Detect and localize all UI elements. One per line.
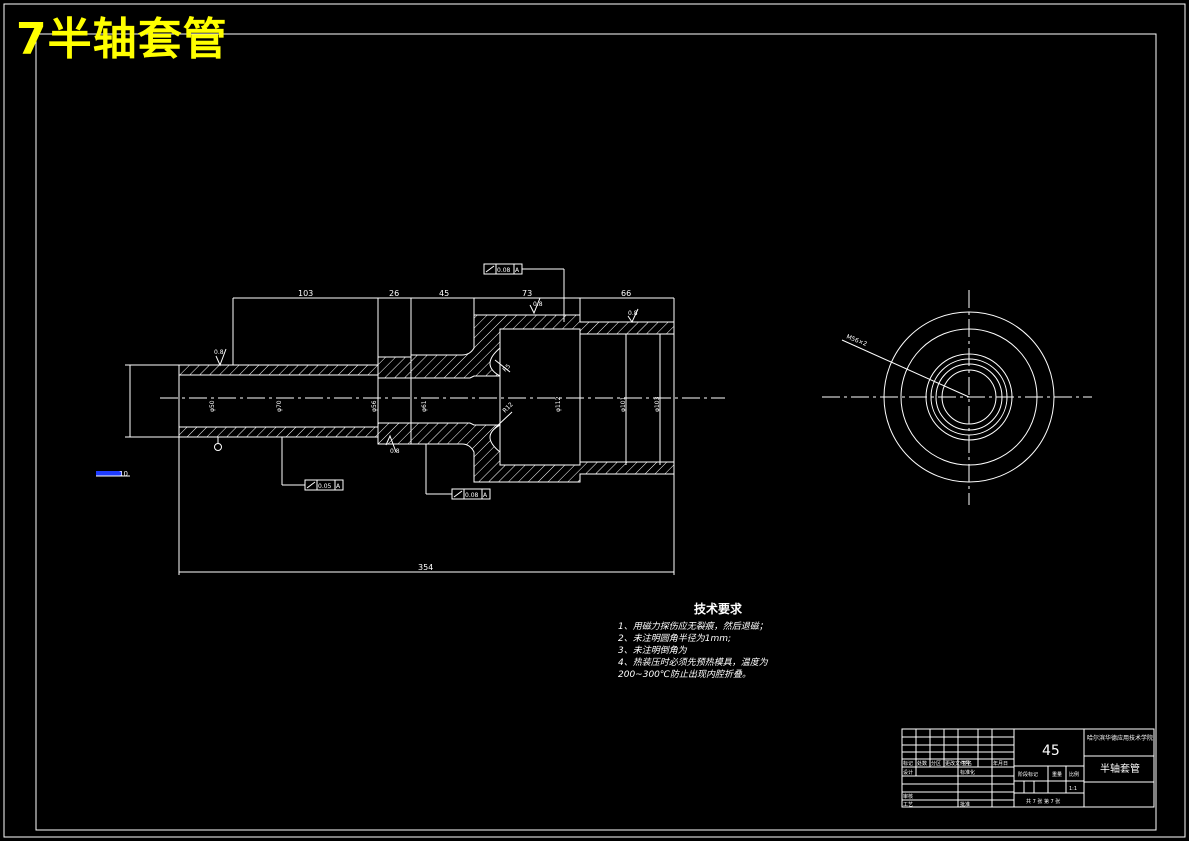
roughness-1: 0.8 — [214, 349, 224, 356]
tb-scale: 1:1 — [1069, 786, 1077, 792]
tb-row-3: 分区 — [931, 760, 941, 767]
tech-title: 技术要求 — [693, 602, 742, 616]
dia-7: φ103 — [654, 396, 661, 412]
tb-role-design: 设计 — [903, 769, 913, 776]
tb-standardization: 标准化 — [960, 769, 975, 776]
tolerance-frame-top: 0.08 A — [483, 263, 565, 322]
dia-1: φ50 — [209, 400, 216, 412]
left-note: 10 — [119, 470, 128, 478]
front-view: 103 26 45 73 66 354 10 φ50 φ70 φ56 φ61 φ… — [96, 263, 725, 575]
dim-45: 45 — [439, 289, 449, 298]
tb-role-review: 审核 — [903, 793, 913, 800]
roughness-4: 0.8 — [628, 310, 638, 317]
tech-line-2: 2、未注明圆角半径为1mm; — [618, 634, 732, 644]
svg-text:0.05: 0.05 — [318, 483, 332, 490]
dim-73: 73 — [522, 289, 532, 298]
dia-2: φ70 — [276, 400, 283, 412]
svg-text:A: A — [483, 492, 488, 499]
outer-frame — [3, 3, 1186, 838]
dim-354: 354 — [418, 563, 433, 572]
wall-section-upper — [178, 314, 675, 379]
tb-row-1: 标记 — [903, 760, 913, 767]
svg-text:A: A — [515, 267, 520, 274]
tolerance-frame-left: 0.05 A — [281, 437, 344, 491]
roughness-3: 0.8 — [533, 301, 543, 308]
svg-text:0.08: 0.08 — [465, 492, 479, 499]
tb-stage-1: 阶段标记 — [1018, 771, 1038, 778]
svg-text:A: A — [336, 483, 341, 490]
radius-1: R5 — [501, 363, 512, 374]
tb-stage-2: 重量 — [1052, 771, 1062, 778]
tech-line-5: 200~300℃防止出现内腔折叠。 — [618, 670, 752, 680]
tb-part-name: 半轴套管 — [1100, 762, 1140, 775]
title-block — [901, 728, 1155, 808]
side-view-label: M56×2 — [845, 333, 868, 348]
tb-role-process: 工艺 — [903, 802, 913, 808]
dim-26: 26 — [389, 289, 399, 298]
tech-line-4: 4、热装压时必须先预热模具，温度为 — [618, 658, 768, 668]
tb-stage-3: 比例 — [1069, 771, 1079, 778]
tb-row-2: 处数 — [917, 760, 927, 767]
svg-text:0.08: 0.08 — [497, 267, 511, 274]
dim-66: 66 — [621, 289, 631, 298]
dim-103: 103 — [298, 289, 313, 298]
technical-requirements: 技术要求 1、用磁力探伤应无裂痕，然后退磁； 2、未注明圆角半径为1mm; 3、… — [618, 600, 838, 681]
dia-4: φ61 — [421, 400, 428, 412]
tb-role-approve: 批准 — [960, 801, 970, 808]
inner-frame — [35, 33, 1157, 831]
roughness-2: 0.8 — [390, 448, 400, 455]
dia-5: φ112 — [555, 396, 562, 412]
tb-sheets: 共 7 张 第 7 张 — [1026, 798, 1060, 805]
page-title: 7半轴套管 — [16, 14, 228, 65]
radius-2: R12 — [501, 401, 514, 414]
datum-a-symbol — [214, 443, 222, 451]
tb-school: 哈尔滨华德应用技术学院 — [1087, 734, 1153, 742]
tb-material: 45 — [1042, 743, 1060, 759]
side-view — [822, 290, 1092, 505]
tech-line-3: 3、未注明倒角为 — [618, 646, 687, 656]
tb-row-6: 年月日 — [993, 760, 1008, 767]
tb-row-4: 更改文件号 — [945, 760, 970, 767]
tolerance-frame-right: 0.08 A — [425, 444, 491, 500]
tb-row-5: 签名 — [962, 760, 972, 767]
dia-3: φ56 — [371, 400, 378, 412]
tech-line-1: 1、用磁力探伤应无裂痕，然后退磁； — [618, 622, 768, 632]
dia-6: φ101 — [620, 396, 627, 412]
roughness-marks — [215, 297, 639, 453]
